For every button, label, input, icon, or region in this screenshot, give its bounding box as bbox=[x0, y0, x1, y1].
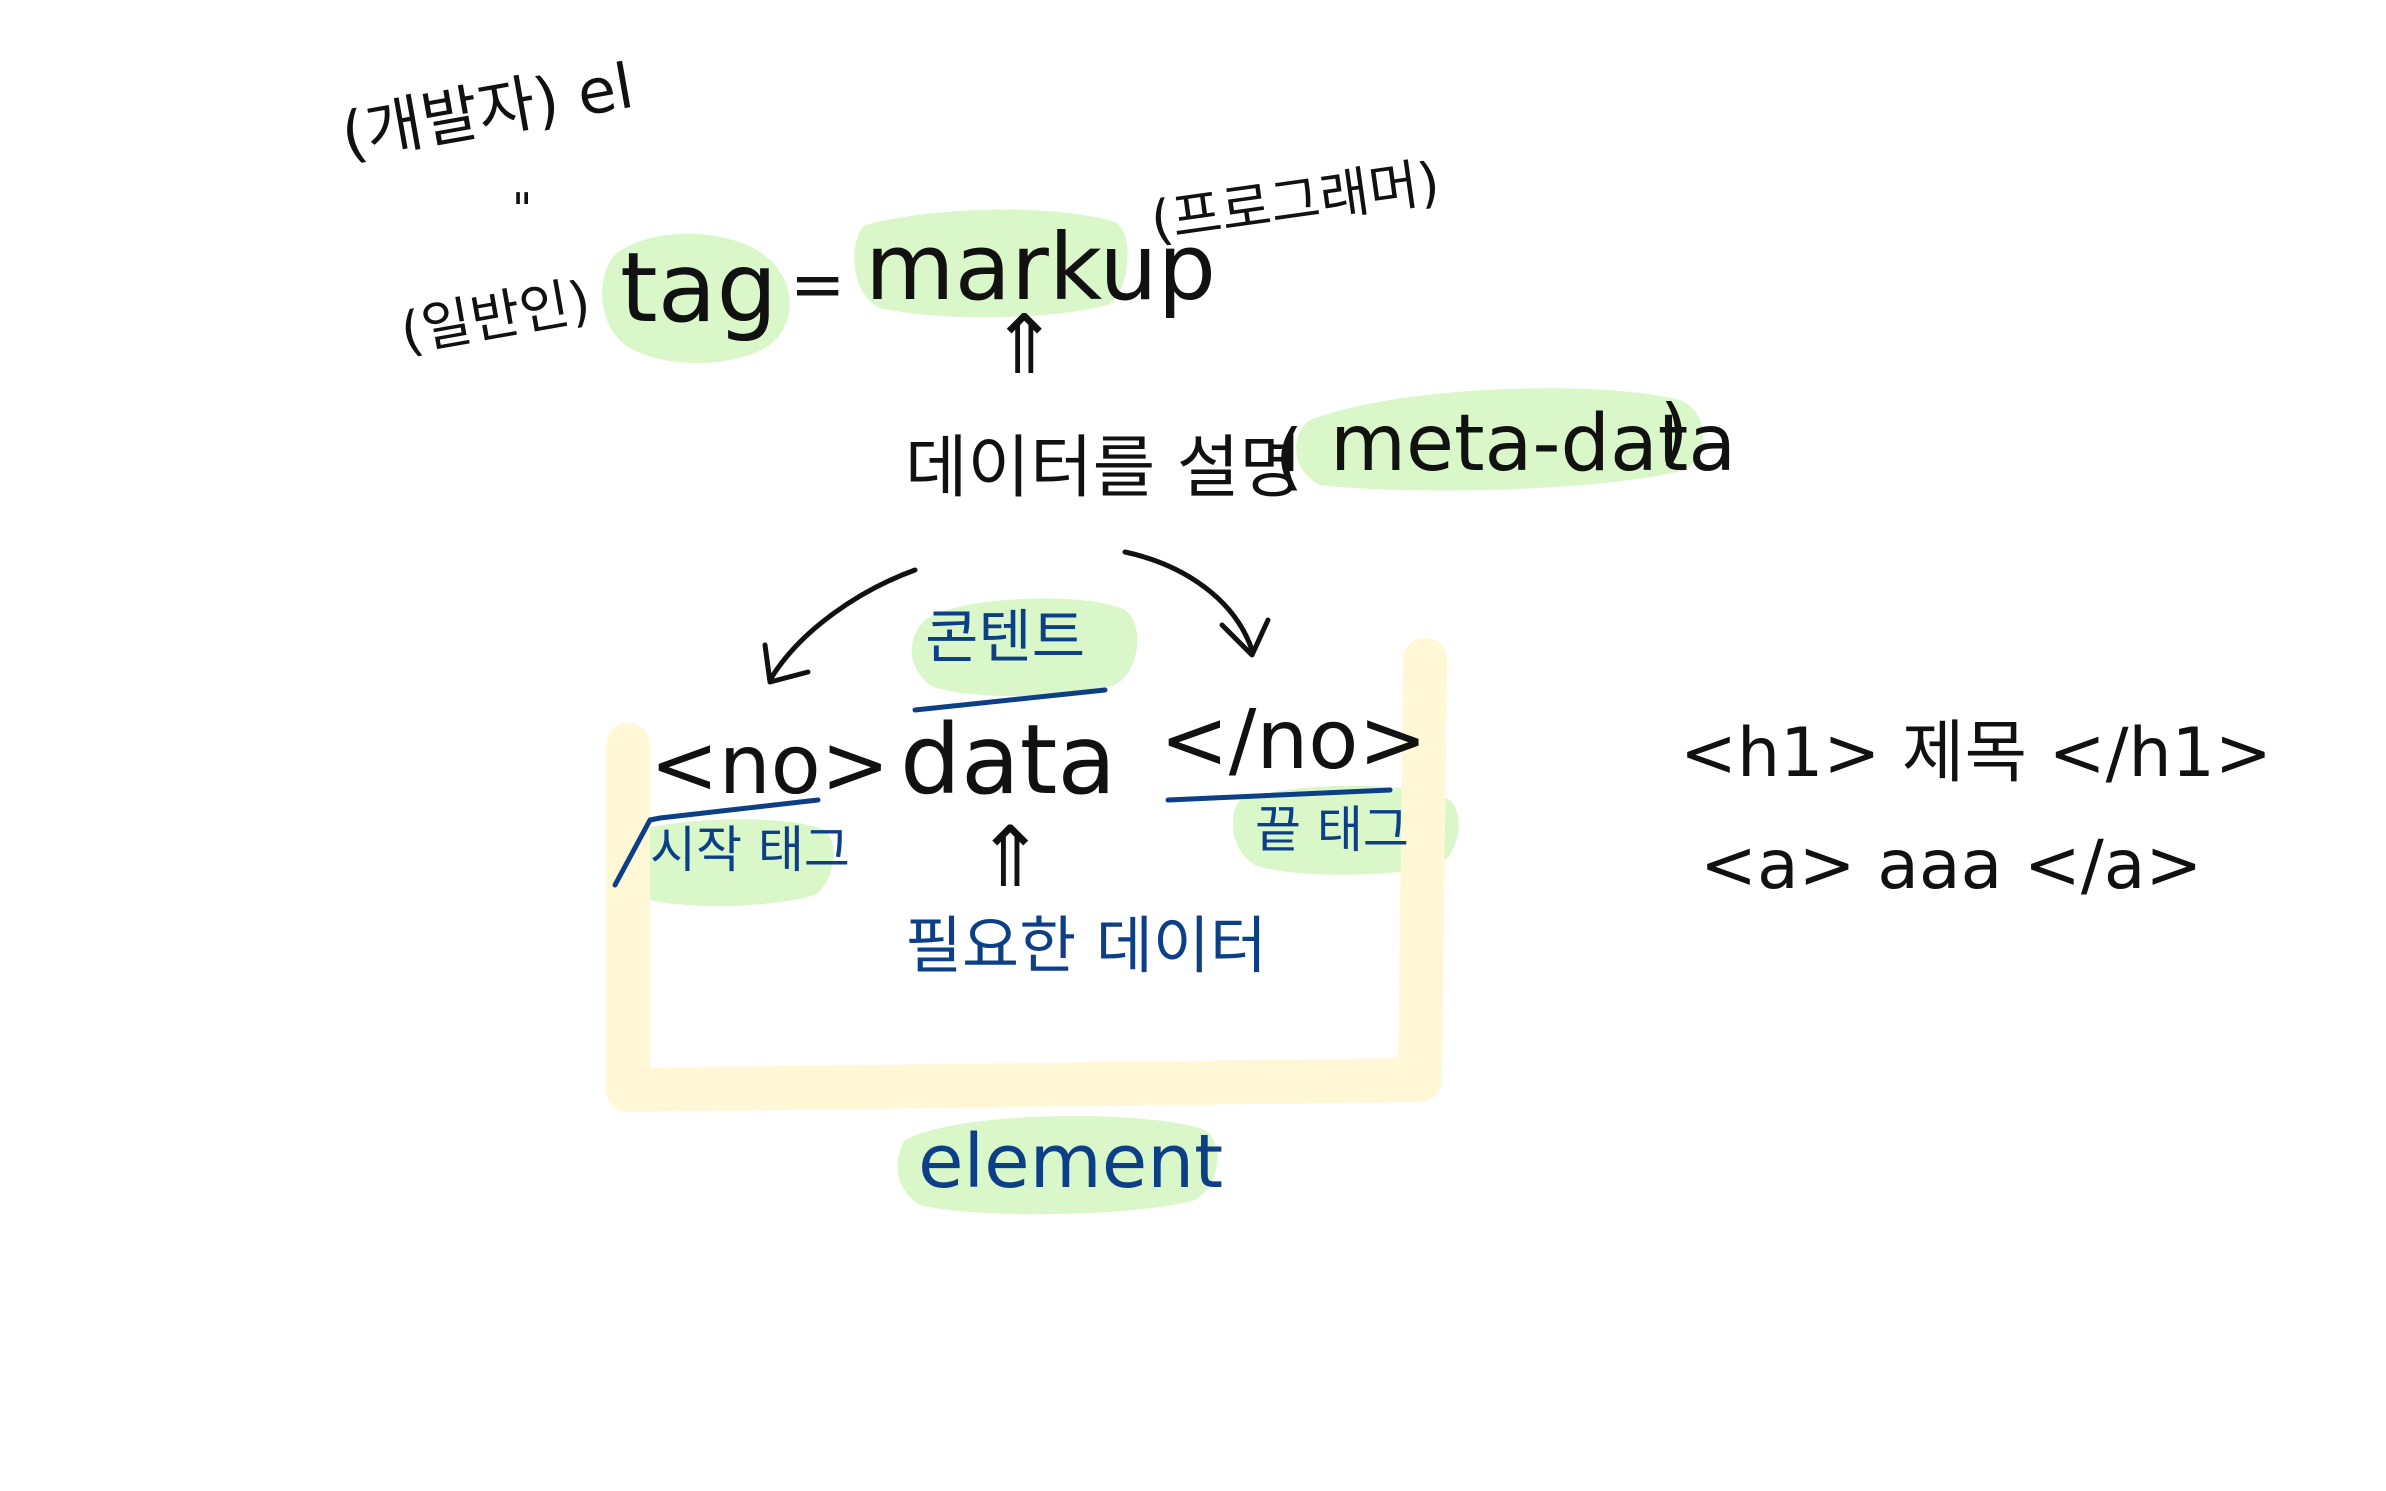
ink-strokes bbox=[762, 549, 1271, 685]
highlight-content bbox=[911, 598, 1138, 697]
describes-data: 데이터를 설명 bbox=[905, 429, 1302, 508]
highlight-meta-data bbox=[1296, 388, 1704, 491]
start-tag-pointer bbox=[612, 815, 663, 888]
end-tag-label: 끝 태그 bbox=[1255, 801, 1409, 859]
up-arrow-top: ⇑ bbox=[990, 298, 1059, 393]
close-tag-underline bbox=[1165, 787, 1393, 803]
equals-sign: = bbox=[790, 246, 846, 323]
arrow-left-head bbox=[762, 642, 811, 685]
tag-term: tag bbox=[620, 232, 778, 344]
arrow-right-curve bbox=[1122, 549, 1255, 653]
arrow-right-head bbox=[1219, 617, 1271, 658]
highlight-tag bbox=[602, 233, 790, 364]
example-a: <a> aaa </a> bbox=[1700, 826, 2203, 905]
highlight-start-tag bbox=[613, 819, 834, 907]
highlight-element bbox=[897, 1116, 1218, 1215]
example-h1: <h1> 제목 </h1> bbox=[1680, 714, 2272, 793]
arrow-left-curve bbox=[767, 567, 918, 683]
up-arrow-mid: ⇑ bbox=[975, 808, 1046, 906]
content-underline bbox=[912, 687, 1108, 713]
markup-term: markup bbox=[865, 214, 1216, 321]
meta-close-paren: ) bbox=[1660, 389, 1689, 473]
meta-data-term: meta-data bbox=[1330, 399, 1737, 489]
close-tag: </no> bbox=[1160, 693, 1428, 788]
highlight-markup bbox=[854, 209, 1128, 318]
content-label: 콘텐트 bbox=[925, 603, 1086, 671]
meta-open-paren: ( bbox=[1275, 414, 1304, 498]
element-bracket bbox=[606, 638, 1447, 1112]
data-term: data bbox=[900, 704, 1117, 816]
start-tag-label: 시작 태그 bbox=[650, 821, 850, 879]
element-label: element bbox=[918, 1119, 1224, 1205]
open-tag: <no> bbox=[650, 718, 890, 813]
needed-data-label: 필요한 데이터 bbox=[905, 909, 1267, 982]
equals-mark: " bbox=[512, 184, 533, 235]
blue-strokes bbox=[612, 687, 1393, 888]
open-tag-underline bbox=[657, 797, 821, 821]
